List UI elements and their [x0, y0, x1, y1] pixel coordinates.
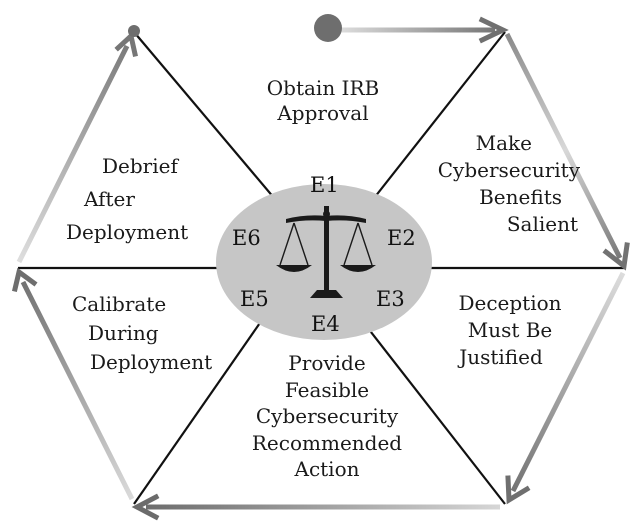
step-line: Provide: [288, 351, 366, 375]
step-line: Recommended: [251, 430, 403, 455]
ethics-label-e6: E6: [232, 226, 261, 250]
step-line: Justified: [459, 345, 543, 369]
step-provide-feasible-cybersecurity-recommended-action: Provide Feasible Cybersecurity Recommend…: [236, 350, 418, 483]
step-line: After: [84, 187, 135, 211]
arrow-left-upper: [16, 44, 130, 264]
step-line: Must Be: [467, 318, 553, 342]
step-line: Cybersecurity: [255, 404, 399, 428]
step-line: Approval: [277, 101, 369, 125]
step-line: Cybersecurity: [437, 158, 580, 182]
step-line: Deployment: [66, 220, 189, 244]
start-dot: [314, 14, 342, 42]
step-debrief-after-deployment: Debrief After Deployment: [66, 150, 226, 249]
step-make-cybersecurity-benefits-salient: Make Cybersecurity Benefits Salient: [384, 130, 580, 238]
spoke-lower-left: [133, 319, 263, 505]
step-line: Benefits: [479, 185, 562, 209]
arrow-left-lower: [20, 280, 135, 501]
ethics-label-e4: E4: [311, 312, 340, 336]
ethics-label-e1: E1: [310, 173, 339, 197]
ethics-label-e3: E3: [376, 287, 405, 311]
step-line: During: [88, 321, 159, 345]
step-line: Action: [294, 457, 360, 481]
step-obtain-irb-approval: Obtain IRB Approval: [235, 76, 411, 126]
step-calibrate-during-deployment: Calibrate During Deployment: [70, 290, 240, 377]
step-line: Debrief: [102, 154, 178, 178]
spoke-upper-left: [133, 31, 281, 206]
step-deception-must-be-justified: Deception Must Be Justified: [440, 290, 580, 371]
step-line: Feasible: [284, 377, 370, 402]
balance-scale-icon: [276, 206, 376, 298]
spoke-lower-right: [359, 317, 506, 505]
end-dot: [128, 25, 140, 37]
spoke-upper-right: [366, 31, 506, 208]
arrow-right-lower: [510, 271, 626, 493]
step-line: Calibrate: [72, 292, 167, 316]
arrow-right-upper: [504, 32, 623, 260]
step-line: Deception: [458, 291, 562, 315]
step-line: Deployment: [90, 350, 213, 374]
ethics-label-e5: E5: [240, 287, 269, 311]
ethics-label-e2: E2: [387, 226, 416, 250]
step-line: Obtain IRB: [266, 76, 380, 100]
step-line: Salient: [506, 212, 578, 236]
step-line: Make: [475, 131, 532, 155]
